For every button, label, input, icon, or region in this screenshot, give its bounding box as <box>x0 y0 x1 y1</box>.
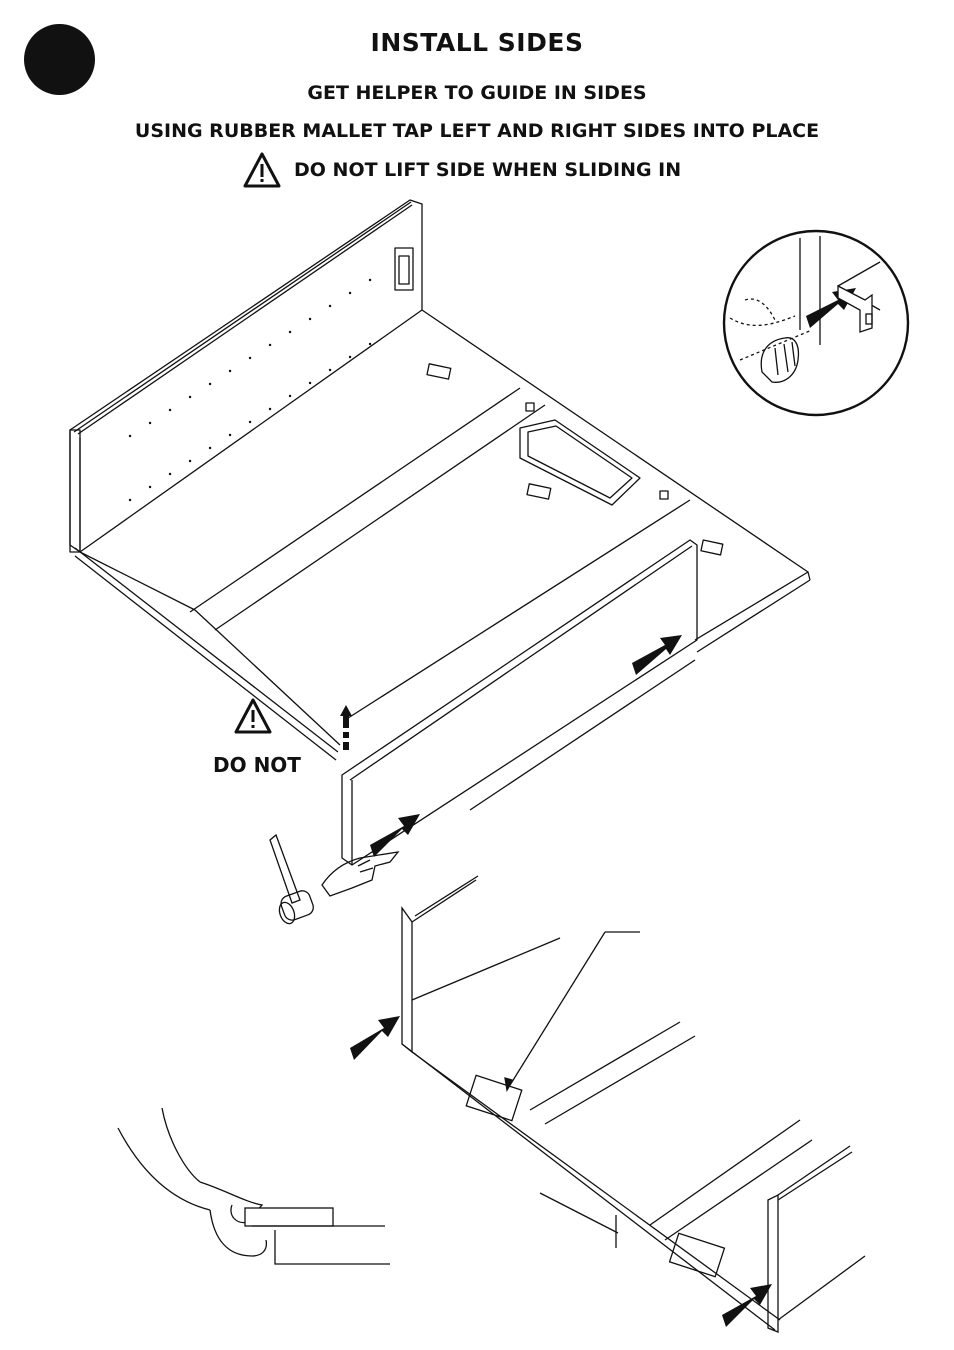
lower-cabinet-view <box>402 876 865 1332</box>
do-not-lift-mark <box>236 700 352 750</box>
side-panel <box>342 540 697 865</box>
bottom-panel <box>75 310 810 760</box>
shelf-holes <box>130 280 370 500</box>
left-side-edge <box>70 430 80 552</box>
detail-view-connector <box>724 231 908 415</box>
hand-slide-detail <box>118 1108 390 1264</box>
push-arrow-icon <box>350 288 856 1327</box>
back-panel <box>70 200 422 552</box>
do-not-label: DO NOT <box>213 753 301 777</box>
